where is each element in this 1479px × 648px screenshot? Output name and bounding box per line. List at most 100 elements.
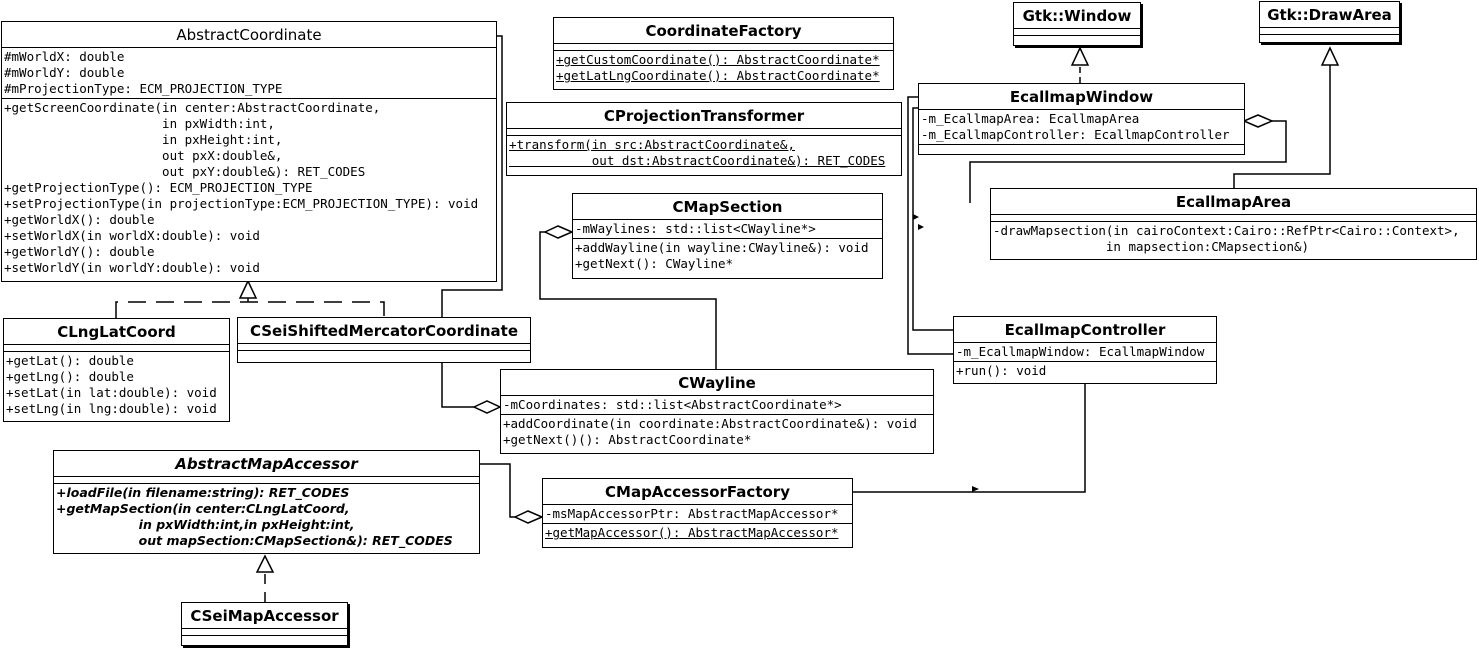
operations-section: +addWayline(in wayline:CWayline&): void … [573, 238, 882, 273]
aggregation-mapaccessor [480, 463, 515, 518]
attributes-section: -m_EcallmapWindow: EcallmapWindow [954, 342, 1216, 361]
operation: +addCoordinate(in coordinate:AbstractCoo… [503, 416, 917, 431]
attributes-section: -msMapAccessorPtr: AbstractMapAccessor* [543, 504, 852, 523]
attributes-section [1014, 28, 1140, 35]
attribute: -m_EcallmapController: EcallmapControlle… [921, 127, 1230, 142]
realization-arrowhead-abstractcoord [238, 279, 258, 299]
realization-clnglat [115, 301, 385, 318]
operation: +getMapAccessor(): AbstractMapAccessor* [545, 525, 839, 540]
operation: +loadFile(in filename:string): RET_CODES [56, 485, 350, 500]
attributes-section: -m_EcallmapArea: EcallmapArea -m_Ecallma… [919, 109, 1244, 144]
operation: +getProjectionType(): ECM_PROJECTION_TYP… [4, 180, 313, 195]
association-controller-factory [853, 383, 1086, 493]
class-name: Gtk::Window [1022, 7, 1132, 25]
operations-section: +loadFile(in filename:string): RET_CODES… [54, 483, 479, 550]
class-ecallmap-window[interactable]: EcallmapWindow -m_EcallmapArea: Ecallmap… [918, 83, 1245, 155]
attributes-section: -mCoordinates: std::list<AbstractCoordin… [501, 395, 933, 414]
operations-section [919, 144, 1244, 151]
operation: +run(): void [956, 363, 1047, 378]
aggregation-diamond-ecallmaparea [1242, 114, 1274, 128]
operation: +setWorldX(in worldX:double): void [4, 228, 260, 243]
arrow-tick-b [918, 224, 924, 230]
attributes-section [238, 343, 530, 350]
operation: +getLat(): double [6, 353, 134, 368]
class-gtk-window[interactable]: Gtk::Window [1013, 2, 1141, 46]
class-csei-shifted-mercator-coordinate[interactable]: CSeiShiftedMercatorCoordinate [237, 317, 531, 363]
class-ecallmap-area[interactable]: EcallmapArea -drawMapsection(in cairoCon… [990, 188, 1477, 260]
class-abstract-coordinate[interactable]: AbstractCoordinate #mWorldX: double #mWo… [1, 21, 497, 282]
operation: in mapsection:CMapsection&) [993, 239, 1310, 254]
attributes-section [182, 628, 347, 635]
class-name: CoordinateFactory [645, 22, 802, 40]
class-name: AbstractMapAccessor [175, 455, 358, 473]
class-name: CLngLatCoord [57, 323, 176, 341]
class-name: CMapSection [672, 198, 783, 216]
operations-section [1260, 34, 1399, 41]
attributes-section [1260, 27, 1399, 34]
operation: in pxWidth:int, [4, 116, 275, 131]
arrow-tick-c [972, 486, 979, 492]
operation: in pxHeight:int, [4, 132, 283, 147]
class-name: CSeiShiftedMercatorCoordinate [249, 322, 519, 340]
attributes-section [554, 43, 893, 50]
aggregation-diamond-cmapsection [543, 225, 574, 239]
operations-section: +run(): void [954, 361, 1216, 380]
class-cprojection-transformer[interactable]: CProjectionTransformer +transform(in src… [506, 102, 902, 176]
operation: +getCustomCoordinate(): AbstractCoordina… [556, 52, 880, 67]
realization-arrowhead-mapaccessor [255, 554, 275, 573]
operation: in pxWidth:int,in pxHeight:int, [56, 517, 355, 532]
attribute: -mWaylines: std::list<CWayline*> [575, 221, 816, 236]
attribute: -m_EcallmapWindow: EcallmapWindow [956, 344, 1205, 359]
class-name: AbstractCoordinate [176, 26, 322, 44]
operations-section: +getCustomCoordinate(): AbstractCoordina… [554, 50, 893, 85]
operation: +transform(in src:AbstractCoordinate&, [509, 137, 795, 152]
operations-section: +transform(in src:AbstractCoordinate&, o… [507, 135, 901, 170]
aggregation-ecallmaparea [969, 120, 1287, 203]
class-clnglat-coord[interactable]: CLngLatCoord +getLat(): double +getLng()… [3, 318, 230, 422]
operation: out pxX:double&, [4, 148, 283, 163]
class-name: EcallmapArea [1175, 193, 1292, 211]
operations-section [1014, 35, 1140, 42]
class-abstract-map-accessor[interactable]: AbstractMapAccessor +loadFile(in filenam… [53, 450, 480, 554]
operation: -drawMapsection(in cairoContext:Cairo::R… [993, 223, 1460, 238]
operation: +getMapSection(in center:CLngLatCoord, [56, 501, 350, 516]
operations-section: +getLat(): double +getLng(): double +set… [4, 351, 229, 418]
class-name: EcallmapController [1004, 321, 1166, 339]
generalization-arrowhead-drawarea [1320, 46, 1340, 66]
operation: +setProjectionType(in projectionType:ECM… [4, 196, 479, 211]
attributes-section [54, 476, 479, 483]
attributes-section [4, 344, 229, 351]
class-csei-map-accessor[interactable]: CSeiMapAccessor [181, 602, 348, 646]
class-cmap-section[interactable]: CMapSection -mWaylines: std::list<CWayli… [572, 193, 883, 279]
operations-section: +addCoordinate(in coordinate:AbstractCoo… [501, 414, 933, 449]
attribute: -mCoordinates: std::list<AbstractCoordin… [503, 397, 842, 412]
attribute: #mWorldX: double [4, 49, 125, 64]
aggregation-cwayline-coordinates [441, 35, 503, 408]
attribute: #mProjectionType: ECM_PROJECTION_TYPE [4, 81, 283, 96]
operation: +getLng(): double [6, 369, 134, 384]
generalization-drawarea [1233, 65, 1331, 188]
class-cmap-accessor-factory[interactable]: CMapAccessorFactory -msMapAccessorPtr: A… [542, 478, 853, 548]
operation: out dst:AbstractCoordinate&): RET_CODES [509, 153, 886, 168]
class-cwayline[interactable]: CWayline -mCoordinates: std::list<Abstra… [500, 369, 934, 454]
operation: out pxY:double&): RET_CODES [4, 164, 366, 179]
class-name: CSeiMapAccessor [190, 607, 339, 625]
class-name: CProjectionTransformer [603, 107, 805, 125]
operations-section: +getMapAccessor(): AbstractMapAccessor* [543, 523, 852, 542]
attribute: -m_EcallmapArea: EcallmapArea [921, 111, 1140, 126]
class-ecallmap-controller[interactable]: EcallmapController -m_EcallmapWindow: Ec… [953, 316, 1217, 384]
operation: +getWorldY(): double [4, 244, 155, 259]
attributes-section: #mWorldX: double #mWorldY: double #mProj… [2, 47, 496, 98]
aggregation-diamond-mapaccessor [513, 510, 544, 524]
operations-section [182, 635, 347, 642]
arrow-tick-a [913, 214, 919, 220]
attribute: #mWorldY: double [4, 65, 125, 80]
operation: +getNext()(): AbstractCoordinate* [503, 432, 752, 447]
class-name: Gtk::DrawArea [1267, 6, 1392, 24]
attributes-section: -mWaylines: std::list<CWayline*> [573, 219, 882, 238]
aggregation-cmapsection-waylines [539, 231, 717, 370]
class-gtk-drawarea[interactable]: Gtk::DrawArea [1259, 1, 1400, 43]
class-coordinate-factory[interactable]: CoordinateFactory +getCustomCoordinate()… [553, 17, 894, 90]
operation: +setWorldY(in worldY:double): void [4, 260, 260, 275]
